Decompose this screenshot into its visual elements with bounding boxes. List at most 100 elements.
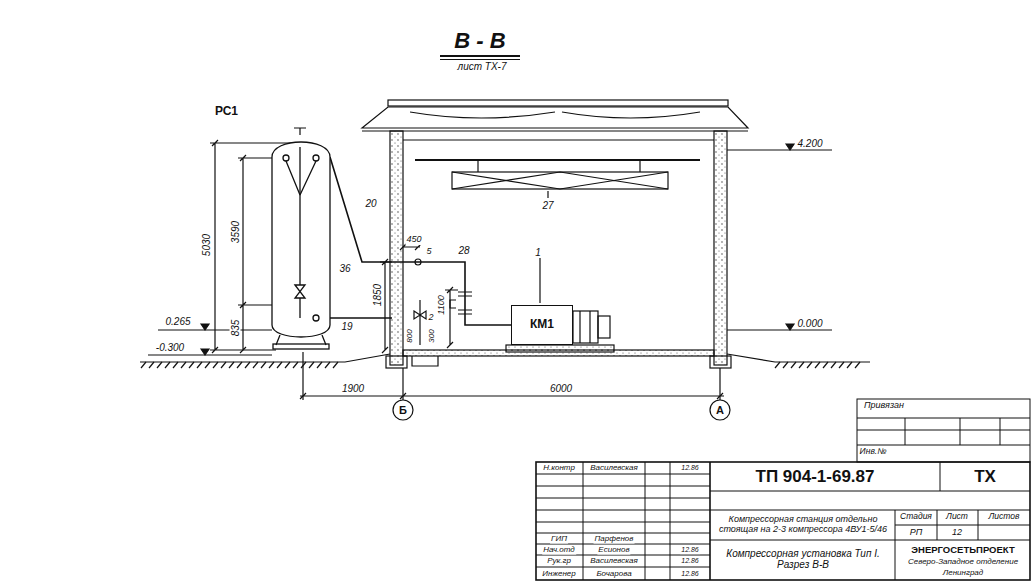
drawing-stroke [148,354,272,355]
title-block-text: Привязан [863,401,905,411]
title-block-text: Компрессорная станция отдельно стоящая н… [713,515,893,535]
drawing-stroke [189,362,194,368]
drawing-stroke [786,324,794,330]
drawing-stroke [536,474,710,567]
drawing-stroke [221,362,226,368]
drawing-stroke [213,362,218,368]
receiver-vessel: РС1 [272,135,330,350]
title-block-text: Нач.отд [542,546,576,555]
drawing-stroke [847,362,852,368]
title-block-text: Северо-Западное отделение [907,558,1019,567]
title-block-text: Листов [988,512,1021,521]
dimension-text: 800 [406,328,415,343]
drawing-stroke [452,172,668,189]
title-block-text: Стадия [899,512,933,521]
drawing-stroke [412,356,438,366]
title-block-text: Парфенов [594,535,635,544]
title-block-text: Лист [945,512,969,521]
vessel-outline [272,135,330,350]
drawing-stroke [173,362,178,368]
drawing-stroke [393,400,413,420]
drawing-stroke [253,362,258,368]
drawing-stroke [333,362,338,368]
drawing-stroke [388,100,728,106]
callout-number: 19 [340,321,353,332]
drawing-stroke [158,329,272,330]
title-block-text: ТП 904-1-69.87 [754,468,875,487]
drawing-stroke [300,393,724,399]
title-block-grid [536,399,1030,580]
drawing-stroke [857,399,1030,462]
drawing-stroke [269,362,274,368]
dimension-text: 450 [405,235,422,245]
drawing-stroke [823,362,828,368]
drawing-stroke [141,362,860,368]
drawing-stroke [330,317,392,319]
pipe-connector [330,157,511,325]
drawing-stroke [839,362,844,368]
drawing-stroke [245,362,250,368]
drawing-stroke [580,311,590,343]
dimension-text: 1100 [437,294,447,315]
drawing-stroke [857,418,1030,445]
drawing-stroke [140,354,390,362]
title-block-text: Инв.№ [859,447,888,456]
drawing-stroke [285,362,290,368]
callout-number: 28 [457,245,470,256]
drawing-stroke [414,300,426,345]
section-title: В - В [453,29,506,53]
drawing-stroke [390,131,403,365]
drawing-stroke [301,362,306,368]
dimension-text: 6000 [549,383,573,394]
drawing-stroke [197,362,202,368]
level-mark: 0.265 [164,316,191,327]
drawing-stroke [807,362,812,368]
drawing-stroke [303,352,720,400]
drawing-stroke [598,316,610,338]
drawing-stroke [775,362,780,368]
drawing-stroke [791,362,796,368]
level-mark: 0.000 [796,318,823,329]
title-block-text: Василевская [589,464,639,473]
title-block-text: 12 [951,528,963,538]
title-block-text: 12.86 [680,557,700,565]
building-section [140,56,870,420]
callout-number: 27 [541,200,554,211]
title-block-text: РП [909,528,924,538]
title-block-text: 12.86 [680,570,700,578]
drawing-stroke [181,362,186,368]
drawing-stroke [452,172,668,189]
drawing-stroke [362,130,748,131]
drawing-stroke [799,362,804,368]
callout-number: 36 [338,263,351,274]
title-block-text: Инженер [541,570,576,579]
dimension-text: 1900 [341,383,365,394]
drawing-stroke [539,258,540,303]
drawing-stroke [583,462,670,580]
drawing-stroke [547,191,548,198]
drawing-stroke [450,292,472,314]
drawing-stroke [403,139,714,140]
drawing-stroke [855,362,860,368]
equipment-tag: РС1 [214,105,239,118]
title-block-text: 12.86 [680,464,700,472]
title-block-text: ЭНЕРГОСЕТЬПРОЕКТ [910,545,1015,555]
title-block-text: Н.контр [542,464,576,473]
drawing-stroke [201,349,209,355]
drawing-stroke [831,362,836,368]
drawing-stroke [783,362,788,368]
callout-number: 20 [364,198,377,209]
title-block-text: Василевская [589,557,639,566]
sheet-reference: лист ТХ-7 [457,61,508,72]
drawing-stroke [727,329,832,330]
drawing-stroke [786,144,794,150]
drawing-stroke [727,149,832,150]
drawing-stroke [229,362,234,368]
drawing-stroke [294,128,306,135]
drawing-stroke [277,362,282,368]
dimension-text: 300 [428,328,437,343]
dimension-text: 835 [230,319,241,338]
